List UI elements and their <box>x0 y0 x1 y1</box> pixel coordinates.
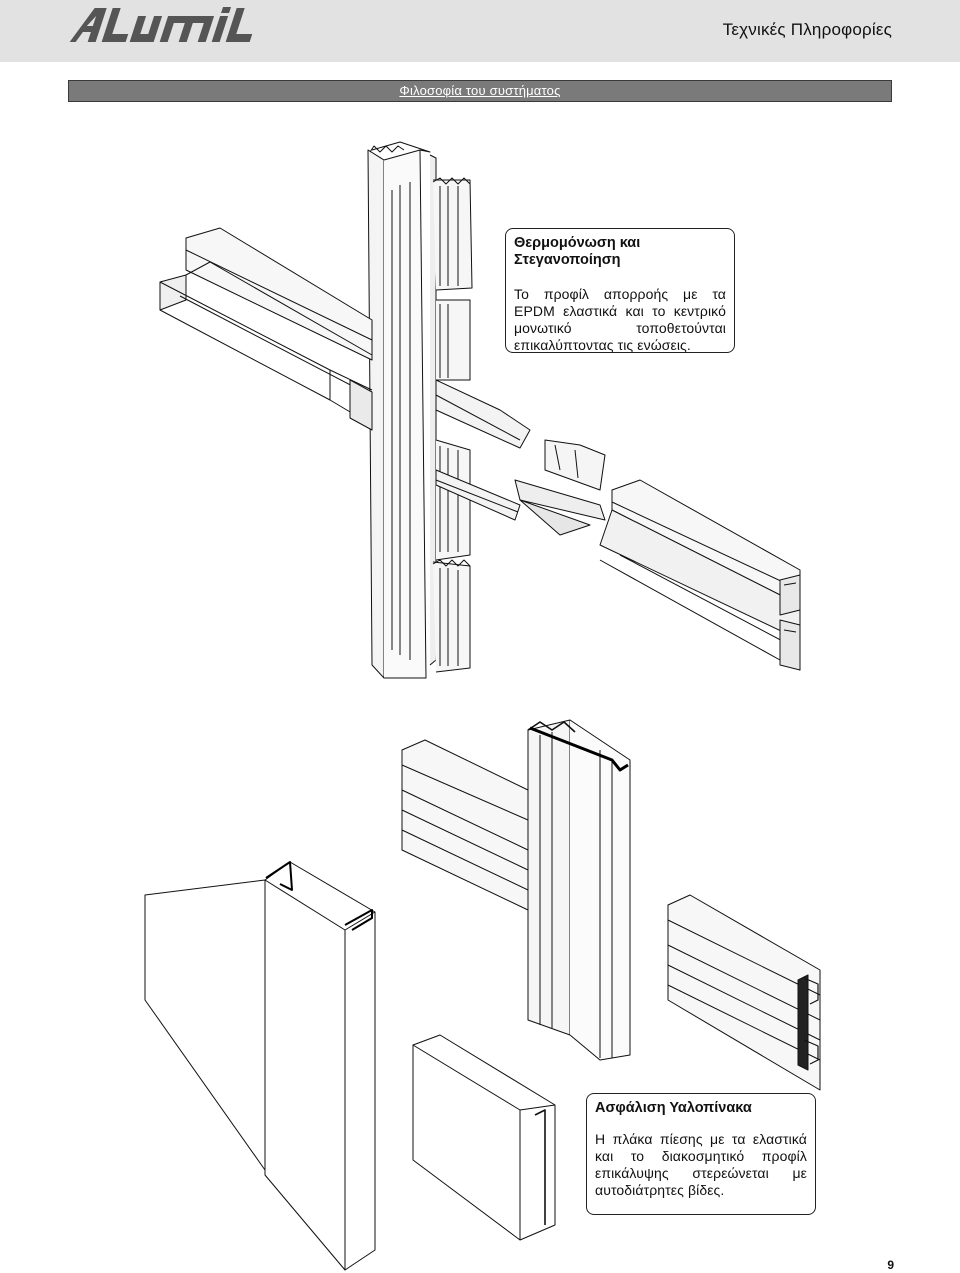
cover-cap <box>144 861 376 1271</box>
pressure-plate-left <box>401 739 529 911</box>
pressure-plate-right <box>667 894 821 1091</box>
transom-left <box>159 227 373 431</box>
transom-right <box>599 479 801 671</box>
note-body: Το προφίλ απορροής με τα EPDM ελαστικά κ… <box>514 286 726 353</box>
header-title: Τεχνικές Πληροφορίες <box>722 20 892 39</box>
drainage-profile <box>435 379 606 536</box>
section-title: Φιλοσοφία του συστήματος <box>399 83 561 98</box>
alumil-logo <box>69 7 253 42</box>
note-title: Θερμομόνωση και Στεγανοποίηση <box>514 235 641 268</box>
note-title: Ασφάλιση Υαλοπίνακα <box>595 1100 752 1116</box>
mullion-bottom <box>527 719 631 1061</box>
mullion-profile <box>367 141 473 679</box>
note-thermal-insulation: Θερμομόνωση και Στεγανοποίηση Το προφίλ … <box>505 228 735 353</box>
note-body: Η πλάκα πίεσης με τα ελαστικά και το δια… <box>595 1131 807 1198</box>
page-number: 9 <box>887 1258 894 1272</box>
page-header: Τεχνικές Πληροφορίες <box>0 0 960 62</box>
section-bar: Φιλοσοφία του συστήματος <box>68 80 892 102</box>
cover-cap-small <box>412 1034 556 1241</box>
note-glass-securing: Ασφάλιση Υαλοπίνακα Η πλάκα πίεσης με τα… <box>586 1093 816 1215</box>
